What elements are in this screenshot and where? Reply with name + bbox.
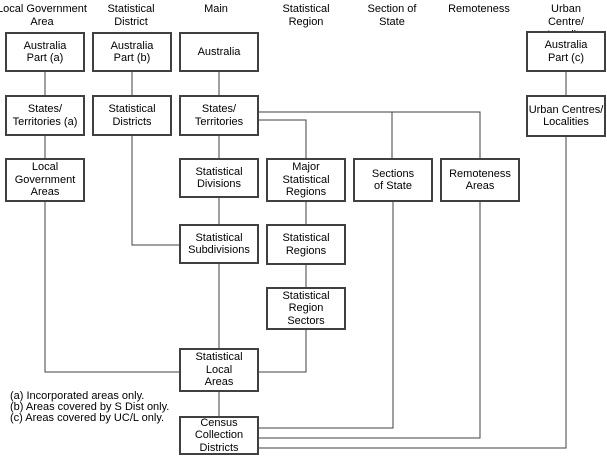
node-statistical-districts: Statistical Districts <box>92 95 172 136</box>
node-statistical-local-areas: Statistical Local Areas <box>179 348 259 392</box>
node-major-statistical-regions: Major Statistical Regions <box>266 158 346 202</box>
footnote-line: (c) Areas covered by UC/L only. <box>10 412 165 424</box>
connector-local-government-areas-to-statistical-local-areas <box>44 202 179 373</box>
node-statistical-divisions: Statistical Divisions <box>179 158 259 198</box>
node-urban-centres-localities: Urban Centres/ Localities <box>526 95 606 137</box>
node-states-territories-a: States/ Territories (a) <box>5 95 85 136</box>
connector-urban-centres-localities-to-census-collection-districts <box>259 137 567 449</box>
connector-states-territories-to-remoteness-areas <box>259 111 481 158</box>
connector-sections-of-state-to-census-collection-districts <box>259 202 394 429</box>
column-header-main: Main <box>204 3 228 15</box>
node-australia: Australia <box>179 32 259 72</box>
node-statistical-subdivisions: Statistical Subdivisions <box>179 224 259 264</box>
connector-states-territories-to-major-statistical-regions <box>259 119 307 158</box>
column-header-section-of-state: Section of State <box>367 3 417 28</box>
column-header-statistical-district: Statistical District <box>107 3 155 28</box>
node-sections-of-state: Sections of State <box>353 158 433 202</box>
connector-statistical-districts-to-statistical-subdivisions <box>131 136 179 246</box>
connector-statistical-region-sectors-to-statistical-local-areas <box>259 330 307 373</box>
column-header-local-government-area: Local Government Area <box>0 3 87 28</box>
node-australia-part-b: Australia Part (b) <box>92 32 172 72</box>
column-header-remoteness: Remoteness <box>448 3 510 15</box>
node-statistical-regions: Statistical Regions <box>266 224 346 265</box>
node-states-territories: States/ Territories <box>179 95 259 136</box>
column-header-statistical-region: Statistical Region <box>282 3 330 28</box>
node-local-government-areas: Local Government Areas <box>5 158 85 202</box>
node-australia-part-c: Australia Part (c) <box>526 31 606 72</box>
footnotes: (a) Incorporated areas only.(b) Areas co… <box>10 391 169 424</box>
footnote-line: (b) Areas covered by S Dist only. <box>10 401 170 413</box>
node-census-collection-districts: Census Collection Districts <box>179 416 259 455</box>
connector-remoteness-areas-to-census-collection-districts <box>259 202 481 439</box>
node-australia-part-a: Australia Part (a) <box>5 32 85 72</box>
footnote-line: (a) Incorporated areas only. <box>10 390 145 402</box>
node-remoteness-areas: Remoteness Areas <box>440 158 520 202</box>
node-statistical-region-sectors: Statistical Region Sectors <box>266 287 346 330</box>
